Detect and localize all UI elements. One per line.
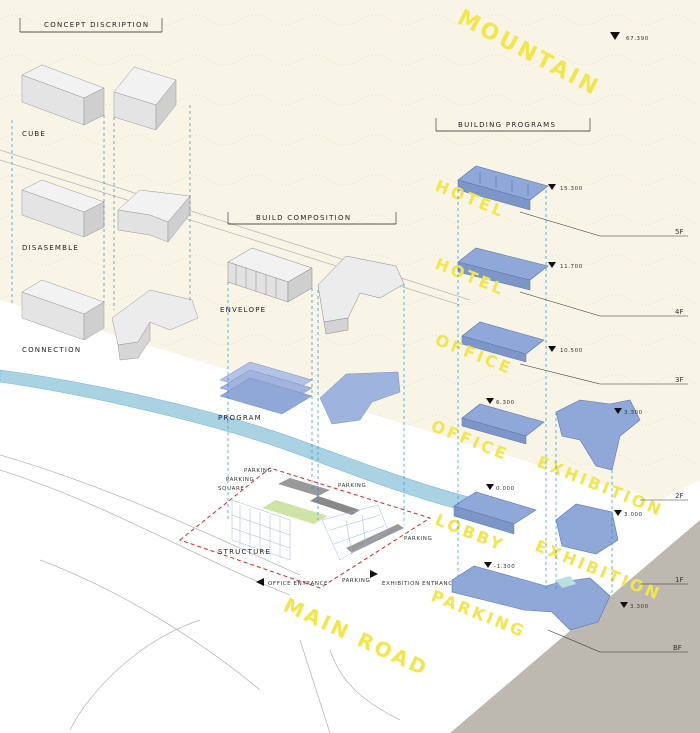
composition-layer-structure: STRUCTURE (218, 548, 271, 556)
disassemble-block-split (117, 189, 191, 243)
concept-section: CONCEPT DISCRIPTION CUBE DISASEMBLE (11, 18, 199, 361)
elevation-marker (610, 32, 620, 40)
ground-label-square: SQUARE (218, 486, 245, 492)
concept-title: CONCEPT DISCRIPTION (44, 21, 149, 29)
program-block-merged (319, 371, 401, 425)
composition-section: BUILD COMPOSITION ENVELOPE PROGRAM (178, 212, 457, 589)
program-exhibition-upper (555, 399, 641, 471)
mountain-elevation: 67.390 (626, 36, 649, 42)
ground-label-parking-5: PARKING (342, 578, 370, 584)
composition-layer-envelope: ENVELOPE (220, 306, 266, 314)
program-level-exhibition-lower: 3.000 (624, 512, 643, 518)
programs-title: BUILDING PROGRAMS (458, 121, 556, 129)
ground-label-parking-3: PARKING (338, 483, 366, 489)
floor-3f: 3F (675, 376, 683, 384)
exhibition-entrance-label: EXHIBITION ENTRANCE (382, 581, 457, 587)
program-block (219, 361, 313, 415)
disassemble-block (21, 179, 105, 238)
program-floor-lobby (453, 491, 537, 535)
program-floor-3f (461, 321, 545, 363)
floor-2f: 2F (675, 492, 683, 500)
program-level-5f: 15.300 (560, 186, 583, 192)
composition-layer-program: PROGRAM (218, 414, 262, 422)
program-level-office-2: 6.300 (496, 400, 515, 406)
connection-block (21, 279, 105, 341)
concept-step-connection: CONNECTION (22, 346, 81, 354)
ground-label-parking-1: PARKING (244, 468, 272, 474)
program-level-lobby: 0.000 (496, 486, 515, 492)
program-level-parking: -1.300 (494, 564, 515, 570)
composition-title: BUILD COMPOSITION (256, 214, 351, 222)
floor-4f: 4F (675, 308, 683, 316)
floor-bf: BF (673, 644, 682, 652)
program-floor-5f (457, 165, 549, 211)
ground-label-parking-4: PARKING (404, 536, 432, 542)
program-level-bf: 3.300 (630, 604, 649, 610)
concept-step-cube: CUBE (22, 130, 46, 138)
floor-5f: 5F (675, 228, 683, 236)
program-level-3f: 10.500 (560, 348, 583, 354)
program-level-4f: 11.700 (560, 264, 583, 270)
envelope-block-merged (317, 255, 405, 335)
floor-1f: 1F (675, 576, 683, 584)
program-floor-parking (451, 565, 611, 631)
structure-site: PARKING PARKING SQUARE PARKING PARKING P… (178, 467, 432, 589)
office-entrance-label: OFFICE ENTRANCE (268, 581, 328, 587)
program-floor-4f (457, 247, 549, 291)
cube-block-split (113, 66, 177, 131)
exhibition-entrance-arrow (370, 570, 378, 578)
program-floor-office-2 (461, 403, 545, 445)
connection-block-merged (111, 289, 199, 361)
office-entrance-arrow (256, 578, 264, 586)
program-exhibition-lower (555, 503, 619, 555)
ground-label-parking-2: PARKING (226, 477, 254, 483)
program-level-exhibition-upper: 3.300 (624, 410, 643, 416)
concept-step-disasemble: DISASEMBLE (22, 244, 79, 252)
